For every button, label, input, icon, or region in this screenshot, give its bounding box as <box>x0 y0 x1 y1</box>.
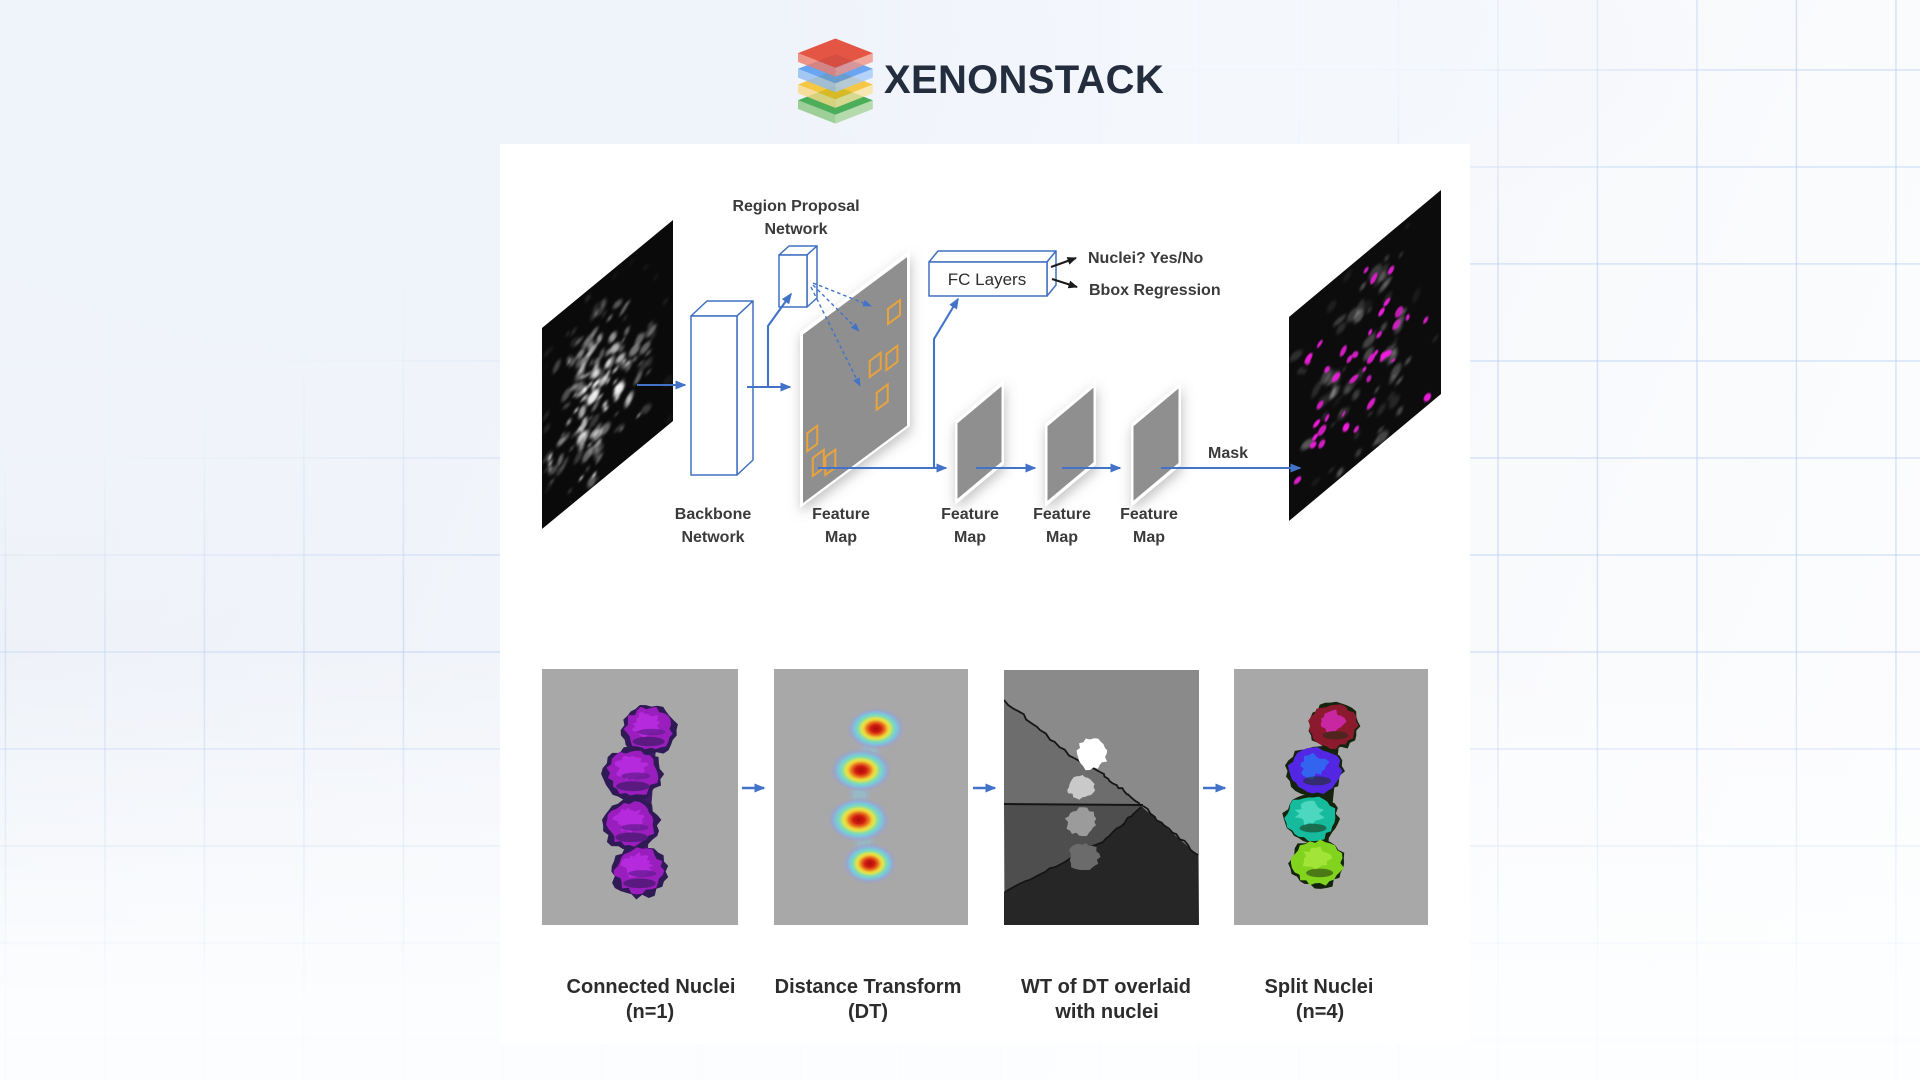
svg-text:WT of DT overlaid: WT of DT overlaid <box>1021 976 1191 998</box>
svg-text:Bbox Regression: Bbox Regression <box>1089 282 1221 299</box>
svg-text:Map: Map <box>1046 529 1078 546</box>
svg-text:Split Nuclei: Split Nuclei <box>1265 976 1374 998</box>
svg-text:Feature: Feature <box>1033 506 1091 523</box>
svg-text:(DT): (DT) <box>848 1001 888 1023</box>
svg-text:XENONSTACK: XENONSTACK <box>884 58 1164 102</box>
svg-text:Map: Map <box>1133 529 1165 546</box>
svg-text:Network: Network <box>681 529 744 546</box>
svg-text:Feature: Feature <box>812 506 870 523</box>
svg-text:Backbone: Backbone <box>675 506 752 523</box>
svg-text:with nuclei: with nuclei <box>1054 1001 1158 1023</box>
svg-text:Network: Network <box>764 221 827 238</box>
svg-text:Map: Map <box>825 529 857 546</box>
svg-text:Feature: Feature <box>941 506 999 523</box>
svg-text:(n=4): (n=4) <box>1296 1001 1344 1023</box>
svg-text:Map: Map <box>954 529 986 546</box>
svg-text:Nuclei? Yes/No: Nuclei? Yes/No <box>1088 250 1204 267</box>
svg-text:Region Proposal: Region Proposal <box>732 198 859 215</box>
svg-text:Connected Nuclei: Connected Nuclei <box>567 976 736 998</box>
svg-text:(n=1): (n=1) <box>626 1001 674 1023</box>
svg-text:FC Layers: FC Layers <box>948 270 1026 289</box>
svg-text:Mask: Mask <box>1208 445 1248 462</box>
svg-text:Feature: Feature <box>1120 506 1178 523</box>
svg-text:Distance Transform: Distance Transform <box>775 976 962 998</box>
